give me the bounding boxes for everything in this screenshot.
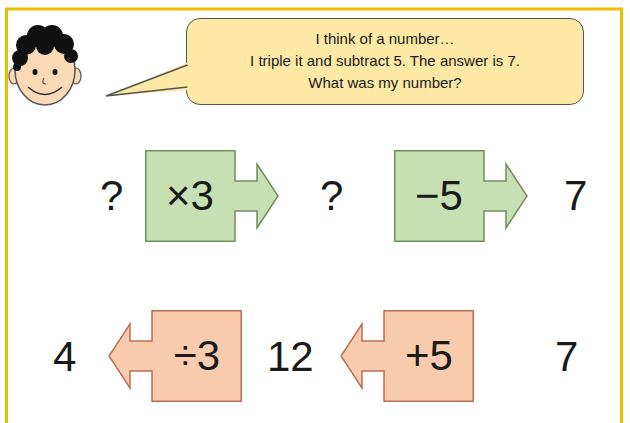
speech-line: I triple it and subtract 5. The answer i… xyxy=(199,50,571,72)
number-label: ? xyxy=(100,172,123,220)
operation-arrow-box: +5 xyxy=(340,310,474,402)
speech-tail xyxy=(96,18,192,128)
operation-arrow-box: −5 xyxy=(394,150,528,242)
page-frame xyxy=(5,9,623,423)
operation-holder: ×3 xyxy=(145,150,235,242)
boy-face xyxy=(9,25,81,105)
operation-arrow-box: ÷3 xyxy=(108,310,242,402)
speech-bubble: I think of a number…I triple it and subt… xyxy=(186,18,584,105)
operation-holder: −5 xyxy=(394,150,484,242)
operation-text: −5 xyxy=(415,172,463,220)
operation-arrow-box: ×3 xyxy=(145,150,279,242)
number-label: 7 xyxy=(564,172,587,220)
speech-line: What was my number? xyxy=(199,72,571,94)
operation-text: ×3 xyxy=(166,172,214,220)
speech-line: I think of a number… xyxy=(199,28,571,50)
number-label: 12 xyxy=(267,333,314,381)
operation-text: ÷3 xyxy=(174,332,220,380)
operation-holder: +5 xyxy=(384,310,474,402)
operation-text: +5 xyxy=(405,332,453,380)
number-label: 4 xyxy=(53,333,76,381)
operation-holder: ÷3 xyxy=(152,310,242,402)
number-label: ? xyxy=(320,172,343,220)
number-label: 7 xyxy=(555,333,578,381)
